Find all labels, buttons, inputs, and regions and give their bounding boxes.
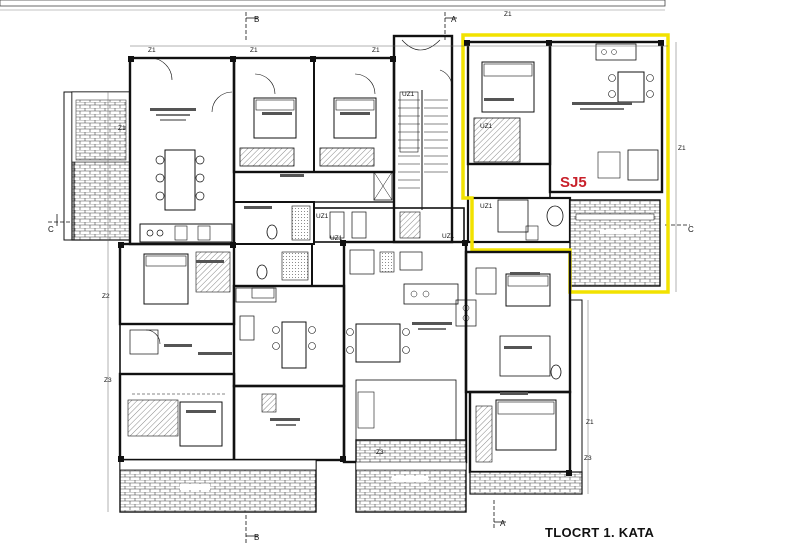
right-apartment	[455, 250, 572, 394]
dimension-tag: Z2	[102, 293, 110, 300]
left-bedroom	[118, 242, 236, 326]
dimension-tag: UZ1	[480, 203, 493, 210]
axis-label: C	[48, 225, 54, 234]
axis-marker-b-top: B	[245, 12, 259, 40]
lower-left-living	[232, 384, 346, 462]
upper-bathroom	[233, 201, 315, 245]
dimension-tag: UZ1	[316, 213, 329, 220]
sheet-top-border	[0, 0, 666, 7]
middle-living-room	[198, 284, 346, 388]
axis-marker-a-bottom: A	[493, 500, 506, 530]
dimension-tag: UZ1	[442, 233, 455, 240]
lower-left-terrace	[119, 459, 317, 513]
dimension-tag: Z3	[376, 449, 384, 456]
left-small-hall	[119, 323, 235, 375]
upper-hallway	[233, 171, 395, 203]
dimension-tag: Z1	[372, 47, 380, 54]
unit-label-sj5: SJ5	[560, 174, 587, 191]
lower-left-bedroom	[118, 372, 236, 462]
axis-marker-c-right: C	[665, 224, 694, 234]
axis-marker-a-top: A	[444, 12, 457, 40]
dimension-lines	[107, 42, 677, 512]
unit-sj5-highlight-outline	[461, 33, 670, 294]
structural-columns	[118, 40, 664, 476]
upper-bedrooms	[232, 56, 396, 174]
center-terrace	[355, 439, 467, 513]
unit-sj5	[466, 40, 664, 287]
dimension-tag: Z1	[250, 47, 258, 54]
dimension-tag: UZ1	[330, 235, 343, 242]
axis-label: C	[688, 225, 694, 234]
dimension-tag: UZ1	[480, 123, 493, 130]
stairwell	[392, 34, 454, 244]
left-balcony	[63, 91, 131, 241]
floor-title: TLOCRT 1. KATA	[545, 525, 655, 540]
axis-marker-b-bottom: B	[245, 515, 259, 545]
axis-label: B	[254, 533, 259, 542]
right-lower-bedroom	[468, 390, 572, 474]
dimension-tag: UZ1	[402, 91, 415, 98]
dimension-tag: Z1	[118, 125, 126, 132]
axis-label: A	[451, 15, 457, 24]
upper-left-apartment	[128, 56, 236, 246]
dimension-tag: Z1	[586, 419, 594, 426]
axis-label: A	[500, 519, 506, 528]
center-apartment	[342, 240, 468, 464]
dimension-tag: Z1	[678, 145, 686, 152]
dimension-tag: Z1	[504, 11, 512, 18]
axis-label: B	[254, 15, 259, 24]
dimension-tag: Z1	[148, 47, 156, 54]
middle-bathroom	[233, 243, 313, 299]
right-terrace	[469, 299, 583, 495]
axis-marker-c-left: C	[48, 214, 74, 234]
